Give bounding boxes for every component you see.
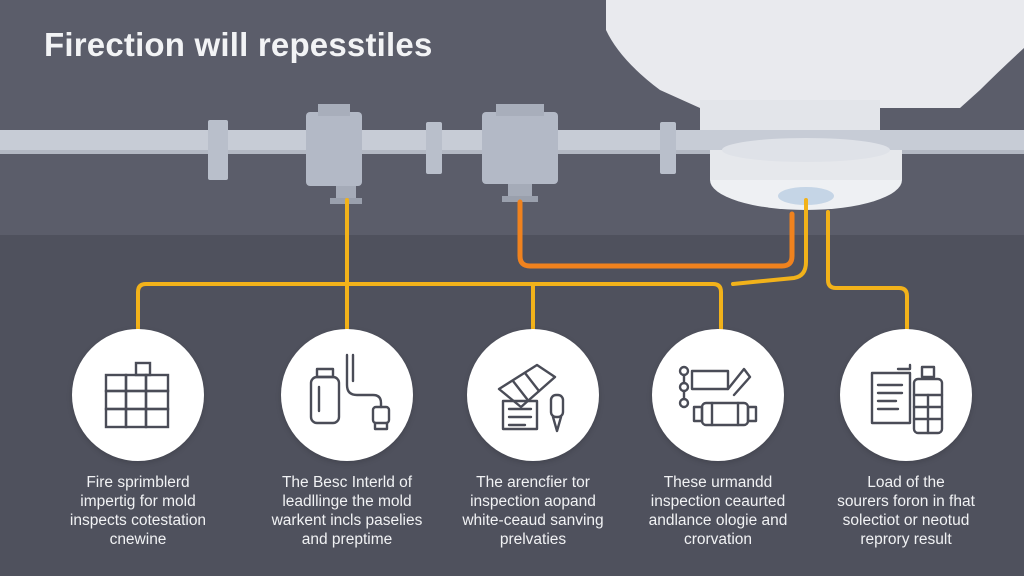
sprinkler-valve-icon: [309, 353, 391, 431]
caption-line: reprory result: [860, 531, 952, 548]
valve-body: [306, 112, 362, 186]
caption-line: crorvation: [683, 531, 753, 548]
caption-line: solectiot or neotud: [842, 512, 970, 529]
step-3-circle: [467, 329, 599, 461]
pipe-coupling: [660, 122, 676, 174]
step-2-caption: The Besc Interld of leadllinge the mold …: [247, 473, 447, 549]
valve-body: [482, 112, 558, 184]
orange-supply-line: [517, 199, 795, 269]
caption-line: The Besc Interld of: [281, 474, 413, 491]
caption-line: white-ceaud sanving: [462, 512, 604, 529]
caption-line: andlance ologie and: [648, 512, 788, 529]
step-1-caption: Fire sprimblerd impertig for mold inspec…: [38, 473, 238, 549]
caption-line: cnewine: [109, 531, 167, 548]
pipe-coupling: [426, 122, 442, 174]
inspection-tools-icon: [497, 363, 565, 433]
step-4-circle: [652, 329, 784, 461]
caption-line: inspection ceaurted: [650, 493, 786, 510]
step-4-caption: These urmandd inspection ceaurted andlan…: [618, 473, 818, 549]
caption-line: inspection aopand: [470, 493, 596, 510]
caption-line: impertig for mold: [80, 493, 196, 510]
pipe-coupling: [208, 120, 228, 180]
caption-line: prelvaties: [499, 531, 567, 548]
detector-equipment-icon: [678, 365, 758, 427]
caption-line: Load of the: [867, 474, 945, 491]
distribution-lines: [136, 198, 909, 332]
caption-line: sourers foron in fhat: [837, 493, 975, 510]
grid-blocks-icon: [104, 361, 170, 429]
page-title: Firection will repesstiles: [44, 26, 433, 63]
step-3-caption: The arencfier tor inspection aopand whit…: [433, 473, 633, 549]
caption-line: The arencfier tor: [476, 474, 590, 491]
caption-line: These urmandd: [663, 474, 773, 491]
caption-line: Fire sprimblerd: [86, 474, 190, 491]
report-document-icon: [870, 363, 944, 435]
step-5-caption: Load of the sourers foron in fhat solect…: [806, 473, 1006, 549]
caption-line: inspects cotestation: [69, 512, 207, 529]
caption-line: leadllinge the mold: [282, 493, 412, 510]
step-2-circle: [281, 329, 413, 461]
ceiling-tank: [606, 0, 1024, 108]
caption-line: and preptime: [301, 531, 393, 548]
step-5-circle: [840, 329, 972, 461]
caption-line: warkent incls paselies: [271, 512, 423, 529]
step-1-circle: [72, 329, 204, 461]
